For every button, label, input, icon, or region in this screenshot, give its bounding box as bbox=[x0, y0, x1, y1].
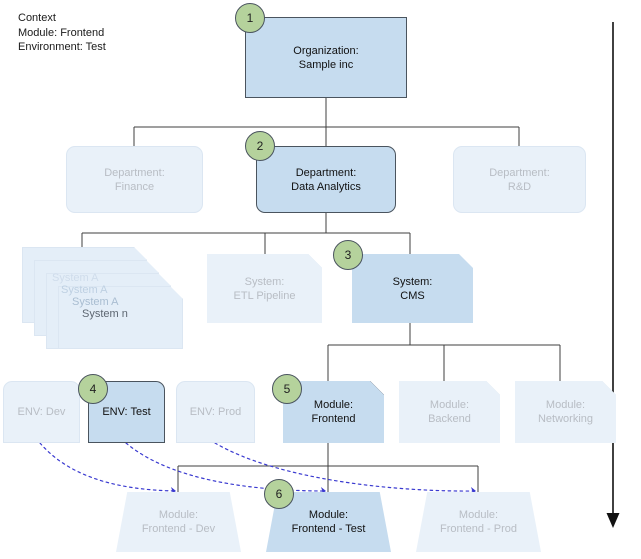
context-caption: Context Module: Frontend Environment: Te… bbox=[18, 11, 106, 55]
dept-analytics-line-2: Data Analytics bbox=[291, 180, 361, 193]
mod-backend-line-2: Backend bbox=[428, 413, 471, 425]
dept-rnd-line-1: Department: bbox=[489, 166, 550, 179]
context-line-1: Context bbox=[18, 12, 56, 24]
system-stack-label-3: System A bbox=[72, 296, 119, 308]
downward-flow-arrow bbox=[606, 22, 620, 528]
step-badge-2[interactable]: 2 bbox=[245, 131, 275, 161]
node-module-backend[interactable]: Module: Backend bbox=[399, 381, 500, 443]
mod-frontend-line-2: Frontend bbox=[311, 413, 356, 425]
env-dev-label: ENV: Dev bbox=[17, 406, 66, 418]
node-department-rnd[interactable]: Department: R&D bbox=[453, 146, 586, 213]
step-badge-3[interactable]: 3 bbox=[333, 240, 363, 270]
org-line-1: Organization: bbox=[293, 44, 359, 57]
node-department-data-analytics[interactable]: Department: Data Analytics bbox=[256, 146, 396, 213]
env-test-label: ENV: Test bbox=[102, 406, 151, 418]
mod-backend-line-1: Module: bbox=[429, 399, 470, 411]
org-line-2: Sample inc bbox=[298, 58, 354, 71]
step-badge-6[interactable]: 6 bbox=[264, 479, 294, 509]
inst-test-line-1: Module: bbox=[308, 509, 349, 521]
context-line-3: Environment: Test bbox=[18, 41, 106, 53]
inst-test-line-2: Frontend - Test bbox=[291, 523, 366, 535]
system-stack-layer-4[interactable] bbox=[58, 286, 183, 349]
node-module-instance-frontend-prod[interactable]: Module: Frontend - Prod bbox=[416, 492, 541, 552]
dept-finance-line-2: Finance bbox=[114, 180, 155, 193]
node-department-finance[interactable]: Department: Finance bbox=[66, 146, 203, 213]
system-stack-label-1: System A bbox=[52, 272, 99, 284]
dept-rnd-line-2: R&D bbox=[507, 180, 532, 193]
inst-dev-line-2: Frontend - Dev bbox=[141, 523, 216, 535]
sys-etl-line-1: System: bbox=[244, 275, 285, 288]
step-badge-5[interactable]: 5 bbox=[272, 374, 302, 404]
inst-prod-line-2: Frontend - Prod bbox=[439, 523, 518, 535]
node-organization-sample-inc[interactable]: Organization: Sample inc bbox=[245, 17, 407, 98]
node-env-prod[interactable]: ENV: Prod bbox=[176, 381, 255, 443]
system-stack-label-2: System A bbox=[61, 284, 108, 296]
step-badge-1[interactable]: 1 bbox=[235, 3, 265, 33]
context-line-2: Module: Frontend bbox=[18, 26, 105, 39]
node-system-etl-pipeline[interactable]: System: ETL Pipeline bbox=[207, 254, 322, 323]
sys-cms-line-1: System: bbox=[392, 275, 433, 288]
edge-dotted-test bbox=[125, 442, 327, 492]
dept-analytics-line-1: Department: bbox=[295, 166, 357, 179]
mod-frontend-line-1: Module: bbox=[313, 399, 354, 411]
inst-prod-line-1: Module: bbox=[458, 509, 499, 521]
dept-finance-line-1: Department: bbox=[104, 166, 165, 179]
sys-cms-line-2: CMS bbox=[400, 289, 425, 302]
sys-etl-line-2: ETL Pipeline bbox=[233, 289, 296, 302]
edge-dotted-prod bbox=[214, 442, 477, 492]
node-env-dev[interactable]: ENV: Dev bbox=[3, 381, 80, 443]
step-badge-4[interactable]: 4 bbox=[78, 374, 108, 404]
mod-networking-line-2: Networking bbox=[537, 413, 594, 425]
inst-dev-line-1: Module: bbox=[158, 509, 199, 521]
edge-dotted-dev bbox=[39, 442, 177, 492]
node-module-instance-frontend-dev[interactable]: Module: Frontend - Dev bbox=[116, 492, 241, 552]
node-system-cms[interactable]: System: CMS bbox=[352, 254, 473, 323]
mod-networking-line-1: Module: bbox=[545, 399, 586, 411]
system-stack-label-4: System n bbox=[82, 308, 128, 320]
env-prod-label: ENV: Prod bbox=[189, 406, 242, 418]
node-module-networking[interactable]: Module: Networking bbox=[515, 381, 616, 443]
